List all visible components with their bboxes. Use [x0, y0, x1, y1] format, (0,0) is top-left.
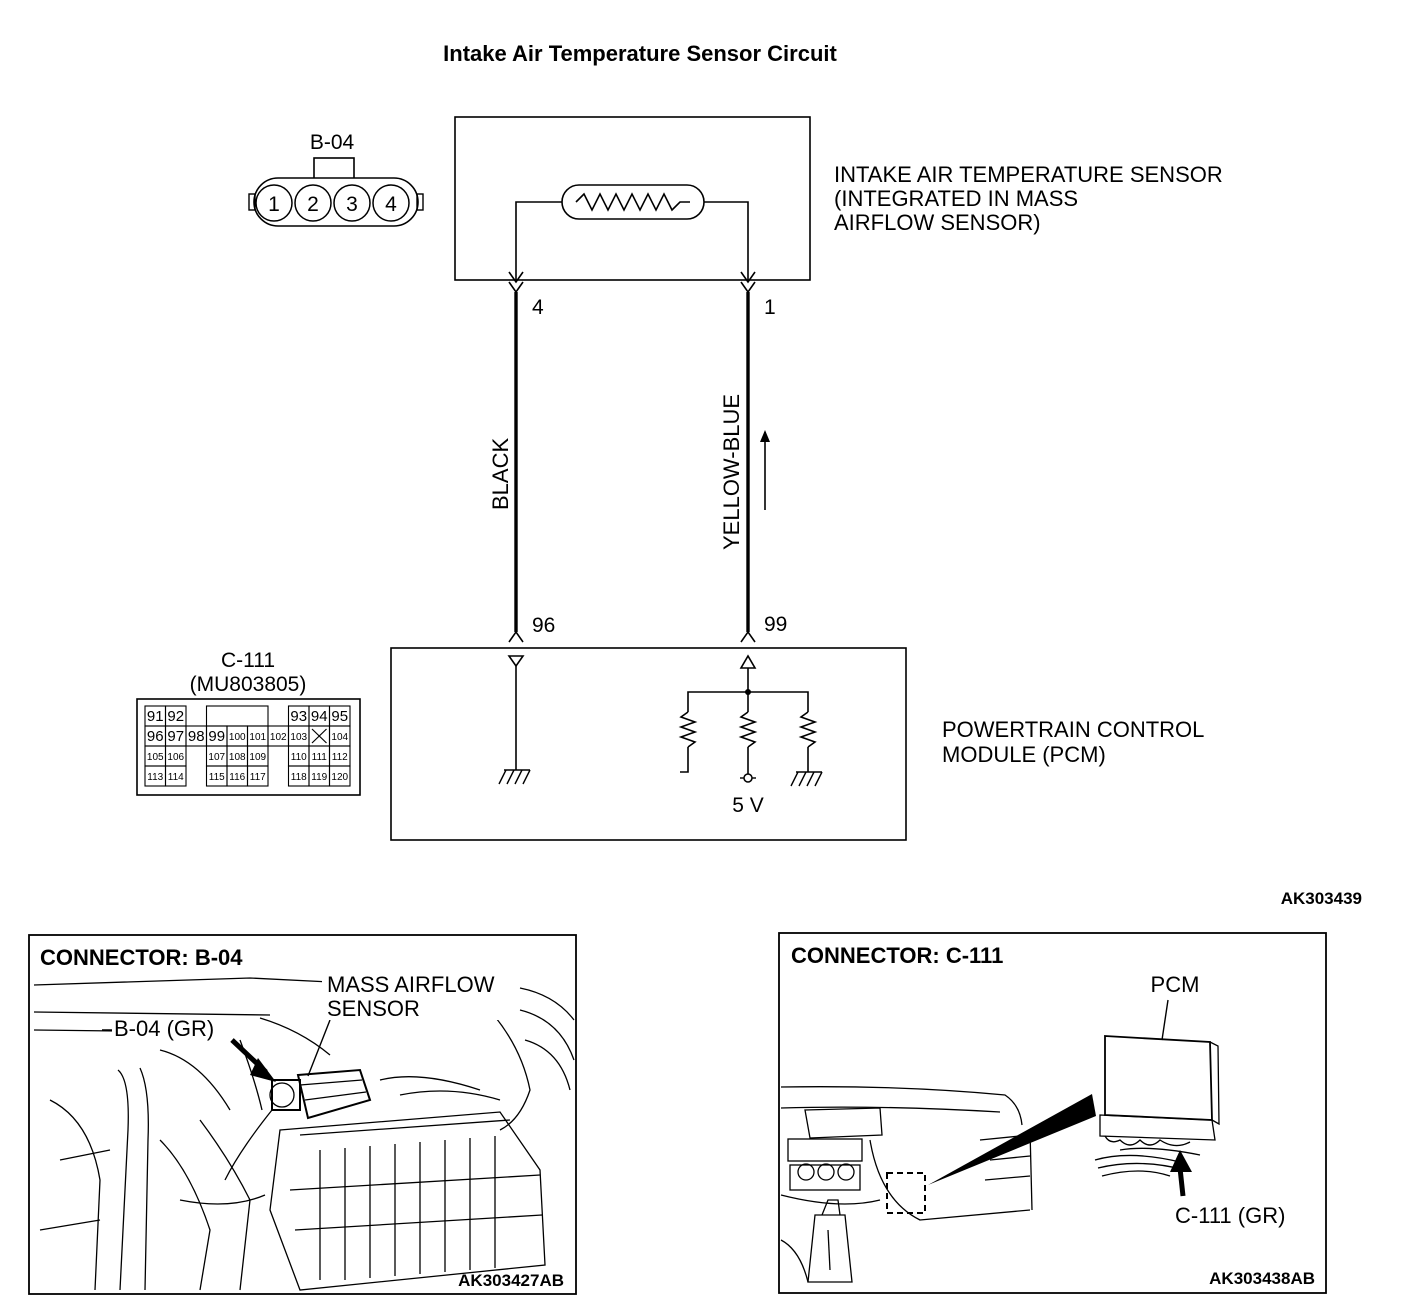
pcm-pin-96: 96 [532, 614, 555, 637]
signal-direction-arrow [760, 430, 770, 510]
wire-black [508, 292, 524, 643]
c111-pin-cell [246, 765, 269, 787]
c111-pin-label: 111 [312, 752, 328, 763]
diagram-code: AK303439 [1281, 889, 1362, 908]
c111-pin-label: 119 [311, 772, 327, 783]
c111-pin-label: 110 [291, 752, 307, 763]
c111-pin-label: 115 [209, 772, 225, 783]
sensor-label-line3: AIRFLOW SENSOR) [834, 210, 1041, 235]
wire-yellow-blue [740, 292, 756, 643]
panel-c111-callout-connector: C-111 (GR) [1175, 1203, 1285, 1228]
pcm-label-line2: MODULE (PCM) [942, 742, 1106, 767]
c111-pin-label: 116 [229, 772, 245, 783]
panel-b04-callout-sensor-line1: MASS AIRFLOW [327, 972, 495, 997]
b04-pin-2: 2 [307, 193, 319, 216]
connector-c111-part: (MU803805) [190, 673, 307, 696]
c111-pin-label: 91 [147, 708, 164, 725]
c111-pin-label: 101 [249, 732, 266, 743]
pull-resistor-right [798, 711, 818, 748]
panel-connector-c111 [778, 932, 1327, 1294]
wire-color-black: BLACK [488, 438, 513, 510]
c111-pin-label: 113 [147, 772, 163, 783]
c111-pin-label: 108 [229, 752, 246, 763]
sensor-pin-1: 1 [764, 296, 776, 319]
pcm-box [390, 647, 907, 841]
c111-pin-label: 118 [291, 772, 307, 783]
c111-pin-label: 95 [331, 708, 348, 725]
panel-c111-code: AK303438AB [1209, 1269, 1315, 1288]
c111-pin-label: 106 [167, 752, 184, 763]
c111-unused-pin [311, 728, 327, 744]
c111-pin-label: 98 [188, 728, 205, 745]
c111-pin-label: 114 [168, 772, 184, 783]
c111-pin-label: 107 [208, 752, 225, 763]
c111-pin-label: 92 [167, 708, 184, 725]
c111-pin-label: 100 [229, 732, 246, 743]
c111-pin-label: 105 [147, 752, 164, 763]
pull-resistor-left [678, 711, 698, 748]
sensor-box [454, 116, 811, 294]
pcm-pin-99: 99 [764, 613, 787, 636]
pcm-voltage: 5 V [732, 794, 764, 817]
ground-symbol [790, 771, 823, 787]
b04-pin-1: 1 [268, 193, 280, 216]
wire-color-yellow-blue: YELLOW-BLUE [719, 394, 744, 550]
connector-c111-name: C-111 [221, 649, 275, 672]
c111-pin-label: 103 [290, 732, 307, 743]
connector-b04-face: B-04 1 2 3 4 [248, 131, 424, 227]
sensor-label-line1: INTAKE AIR TEMPERATURE SENSOR [834, 162, 1223, 187]
c111-pin-cell [164, 765, 187, 787]
supply-terminal [743, 773, 753, 783]
panel-c111-callout-pcm: PCM [1151, 972, 1200, 997]
b04-pin-4: 4 [385, 193, 397, 216]
c111-blank-block [205, 705, 269, 727]
ground-symbol [498, 769, 531, 785]
pcm-label-line1: POWERTRAIN CONTROL [942, 717, 1204, 742]
c111-pin-label: 112 [332, 752, 348, 763]
pull-resistor-center [738, 711, 758, 748]
diagram-title: Intake Air Temperature Sensor Circuit [443, 41, 837, 66]
panel-c111-heading: CONNECTOR: C-111 [791, 943, 1003, 968]
c111-pin-label: 117 [250, 772, 266, 783]
c111-pin-cell [328, 765, 351, 787]
c111-pin-label: 104 [331, 732, 348, 743]
connector-b04-name: B-04 [310, 131, 355, 154]
c111-pin-label: 102 [270, 732, 287, 743]
c111-pin-label: 109 [249, 752, 266, 763]
panel-b04-callout-sensor-line2: SENSOR [327, 996, 420, 1021]
c111-pin-label: 93 [290, 708, 307, 725]
b04-pin-3: 3 [346, 193, 358, 216]
sensor-label-line2: (INTEGRATED IN MASS [834, 186, 1078, 211]
c111-pin-label: 96 [147, 728, 164, 745]
c111-pin-label: 97 [167, 728, 184, 745]
panel-b04-code: AK303427AB [458, 1271, 564, 1290]
panel-b04-callout-connector: B-04 (GR) [114, 1016, 214, 1041]
sensor-pin-4: 4 [532, 296, 544, 319]
panel-b04-heading: CONNECTOR: B-04 [40, 945, 243, 970]
c111-pin-label: 120 [331, 772, 348, 783]
c111-pin-label: 99 [208, 728, 225, 745]
c111-pin-label: 94 [311, 708, 328, 725]
